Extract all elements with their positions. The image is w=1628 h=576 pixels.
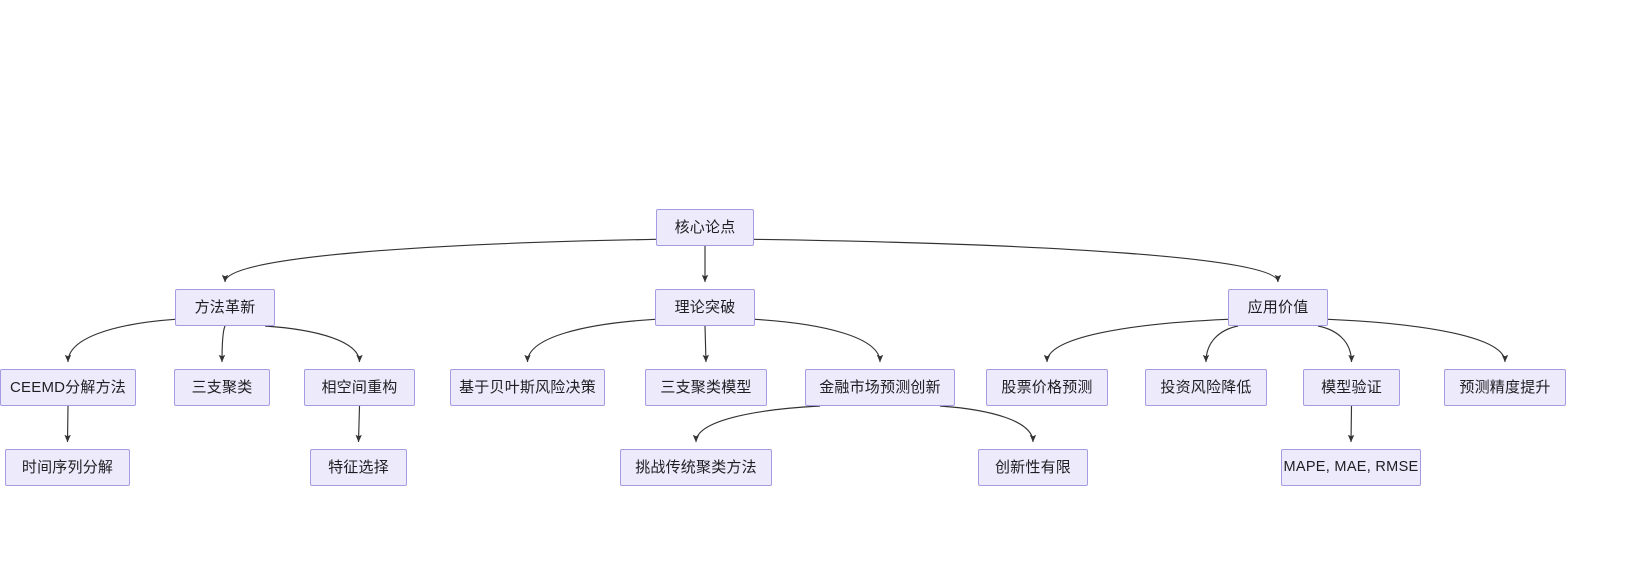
diagram-node-l3a[interactable]: 时间序列分解 <box>5 449 130 486</box>
node-label: 理论突破 <box>674 299 736 316</box>
node-label: CEEMD分解方法 <box>10 379 126 396</box>
edge-l1c-to-l2c2 <box>1202 325 1239 363</box>
diagram-node-l1b[interactable]: 理论突破 <box>655 289 755 326</box>
diagram-node-l2b3[interactable]: 金融市场预测创新 <box>805 369 955 406</box>
diagram-node-l2a3[interactable]: 相空间重构 <box>304 369 415 406</box>
edge-l1c-to-l2c3 <box>1317 325 1355 363</box>
diagram-node-l1c[interactable]: 应用价值 <box>1228 289 1328 326</box>
edge-l2b3-to-l3c <box>692 405 821 443</box>
node-label: 挑战传统聚类方法 <box>635 459 757 476</box>
diagram-node-l3d[interactable]: 创新性有限 <box>978 449 1088 486</box>
node-label: 应用价值 <box>1247 299 1309 316</box>
edge-l2a1-to-l3a <box>64 405 71 443</box>
diagram-node-l2c2[interactable]: 投资风险降低 <box>1145 369 1267 406</box>
diagram-node-l2c3[interactable]: 模型验证 <box>1303 369 1400 406</box>
edge-l1b-to-l2b3 <box>754 318 884 363</box>
diagram-node-l1a[interactable]: 方法革新 <box>175 289 275 326</box>
diagram-node-l2a1[interactable]: CEEMD分解方法 <box>0 369 136 406</box>
edge-l1a-to-l2a1 <box>64 318 176 363</box>
edge-l1b-to-l2b2 <box>702 325 709 363</box>
edge-l2c3-to-l3e <box>1347 405 1355 443</box>
node-label: MAPE, MAE, RMSE <box>1283 459 1419 476</box>
diagram-node-l2c1[interactable]: 股票价格预测 <box>986 369 1108 406</box>
diagram-node-l2b1[interactable]: 基于贝叶斯风险决策 <box>450 369 605 406</box>
node-label: 基于贝叶斯风险决策 <box>459 379 596 396</box>
diagram-node-l3b[interactable]: 特征选择 <box>310 449 407 486</box>
edge-root-to-l1c <box>753 238 1282 283</box>
node-label: 金融市场预测创新 <box>819 379 941 396</box>
edge-l1c-to-l2c1 <box>1043 318 1229 363</box>
node-label: 创新性有限 <box>994 459 1071 476</box>
edge-root-to-l1a <box>221 238 657 283</box>
node-label: 时间序列分解 <box>21 459 114 476</box>
node-label: 三支聚类模型 <box>660 379 752 396</box>
diagram-node-root[interactable]: 核心论点 <box>656 209 754 246</box>
edge-l2a3-to-l3b <box>355 405 362 443</box>
diagram-node-l2a2[interactable]: 三支聚类 <box>174 369 270 406</box>
diagram-node-l3e[interactable]: MAPE, MAE, RMSE <box>1281 449 1421 486</box>
edge-l1a-to-l2a3 <box>264 325 363 363</box>
node-label: 方法革新 <box>194 299 256 316</box>
edge-l1b-to-l2b1 <box>524 318 656 363</box>
node-label: 模型验证 <box>1321 379 1382 396</box>
node-label: 股票价格预测 <box>1001 379 1093 396</box>
diagram-node-l2b2[interactable]: 三支聚类模型 <box>645 369 767 406</box>
node-label: 核心论点 <box>674 219 736 236</box>
node-label: 投资风险降低 <box>1160 379 1252 396</box>
edge-l2b3-to-l3d <box>939 405 1037 443</box>
node-label: 相空间重构 <box>321 379 398 396</box>
edge-l1a-to-l2a2 <box>218 325 226 363</box>
node-label: 特征选择 <box>328 459 389 476</box>
node-label: 三支聚类 <box>191 379 253 396</box>
node-label: 预测精度提升 <box>1459 379 1551 396</box>
diagram-node-l2c4[interactable]: 预测精度提升 <box>1444 369 1566 406</box>
diagram-node-l3c[interactable]: 挑战传统聚类方法 <box>620 449 772 486</box>
edge-l1c-to-l2c4 <box>1327 318 1509 363</box>
